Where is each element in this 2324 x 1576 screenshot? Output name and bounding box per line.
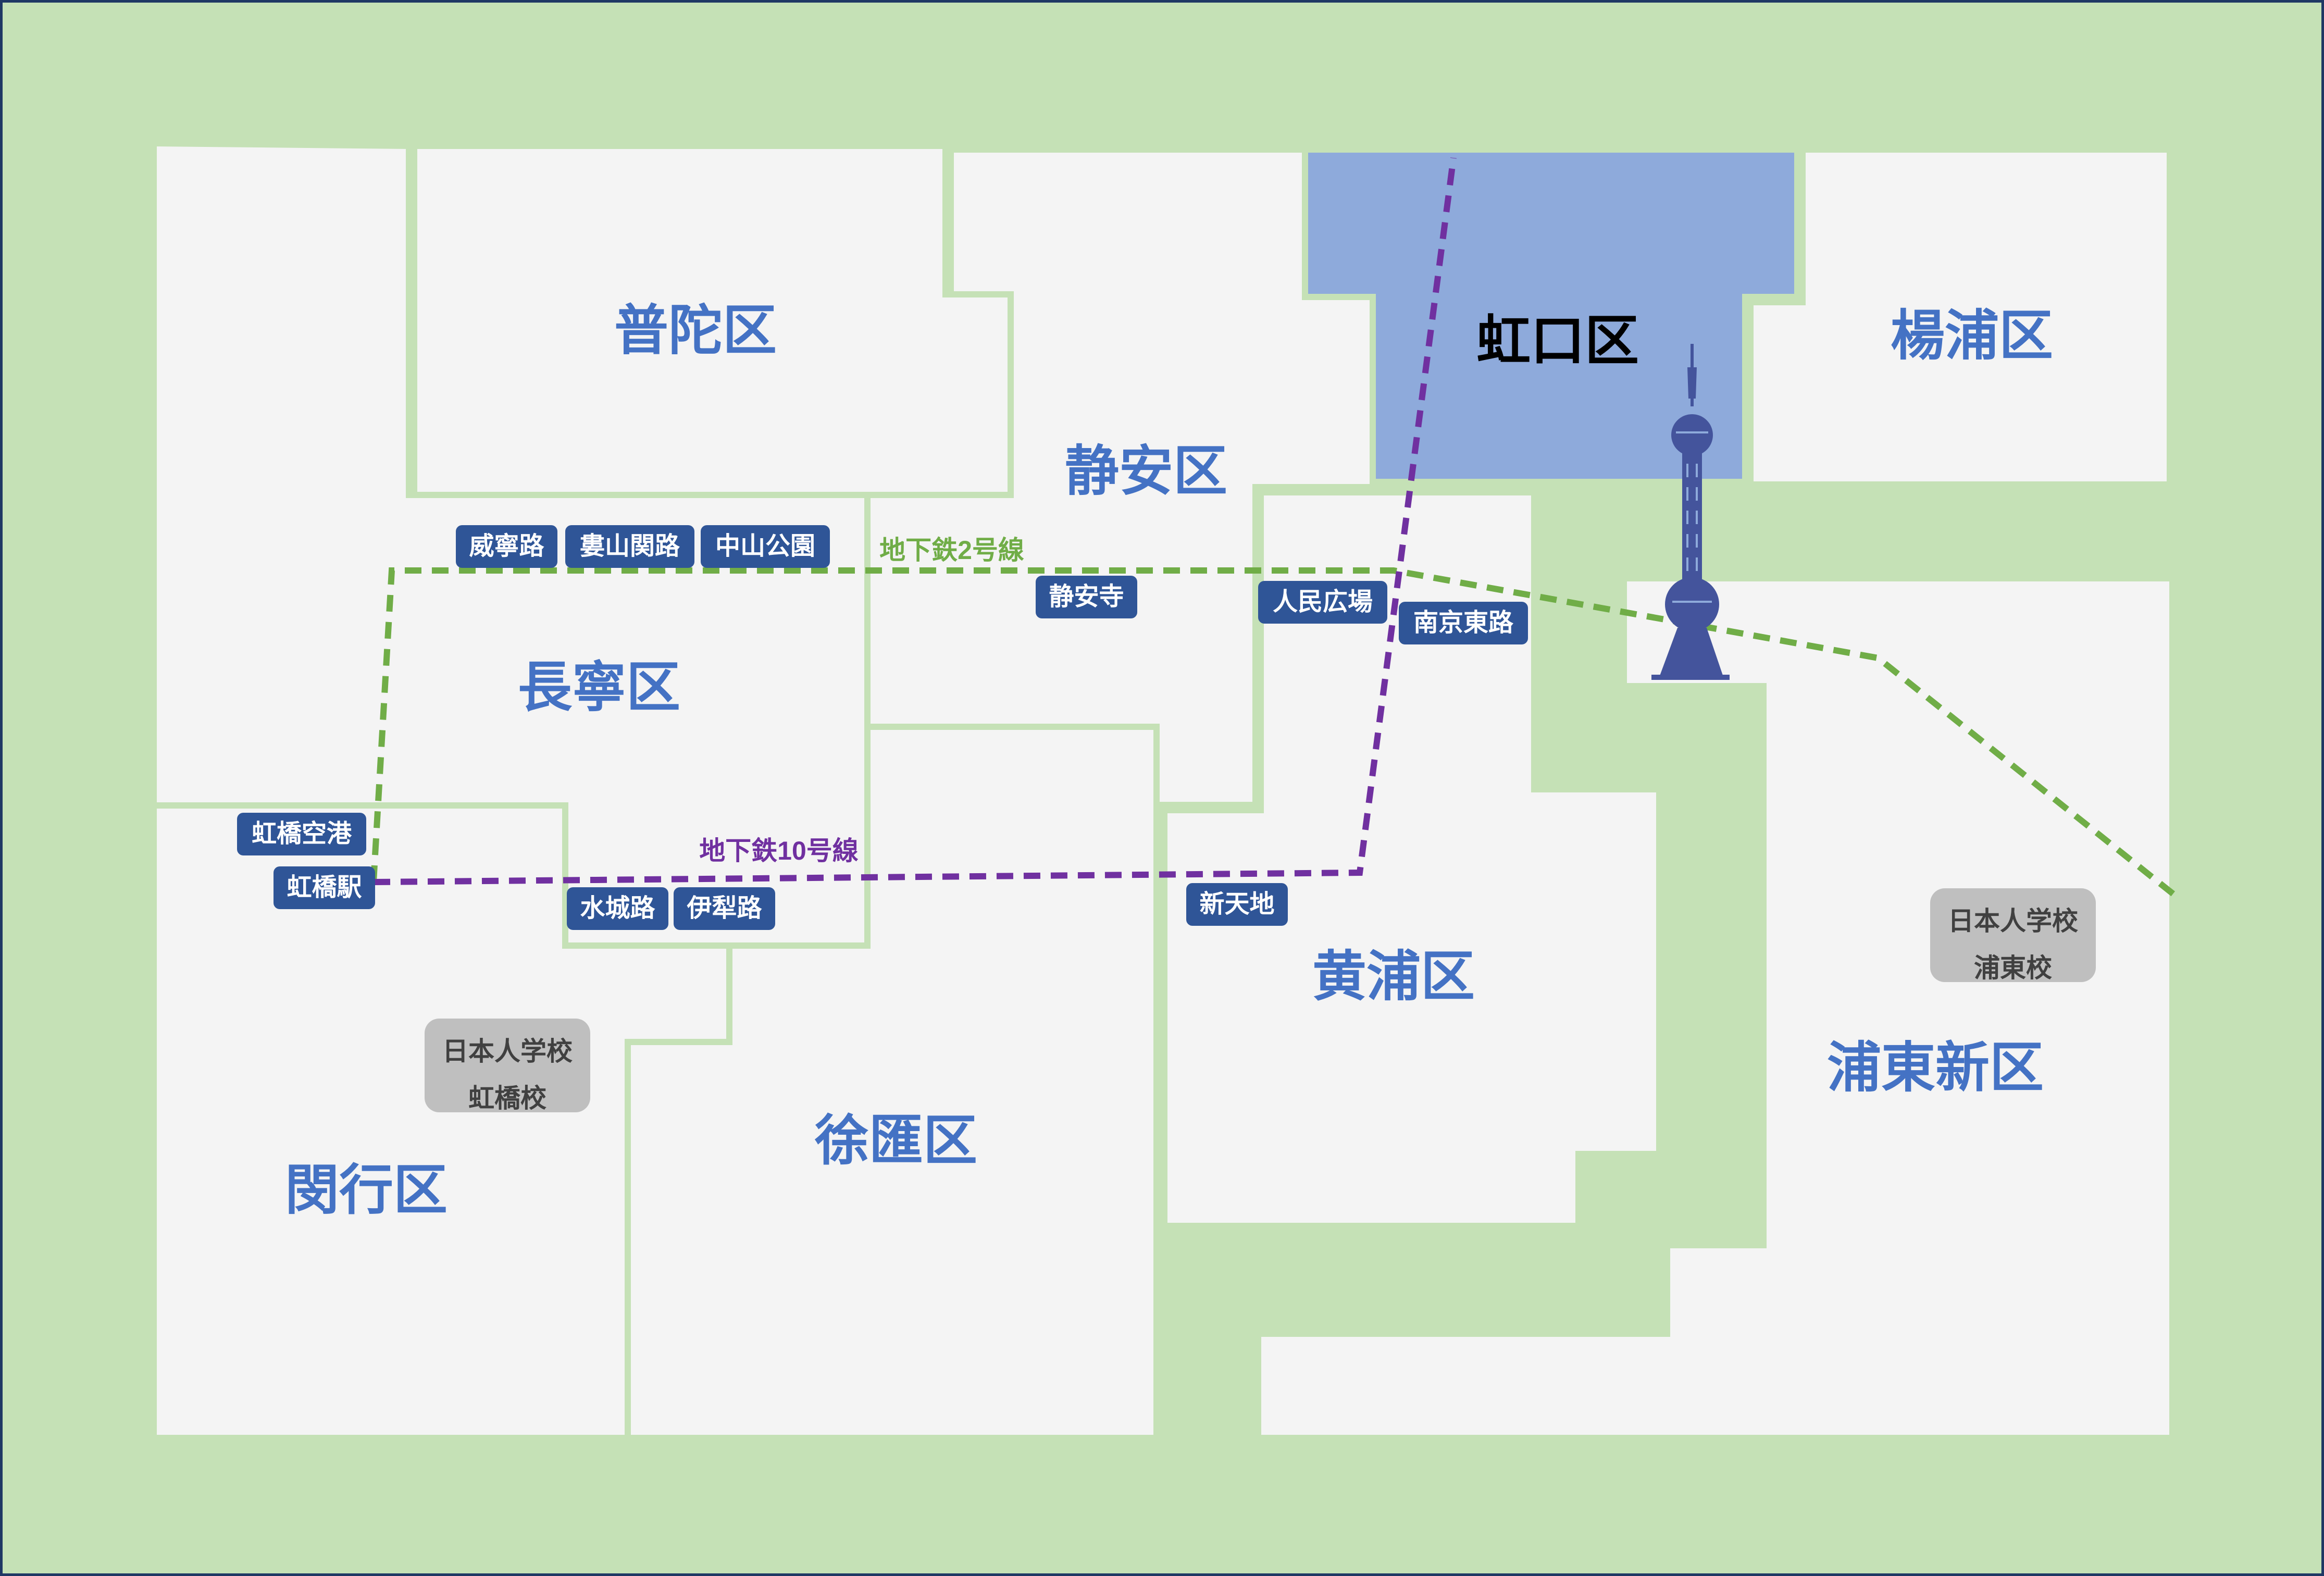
district-shapes — [151, 140, 2176, 1441]
station-yili-road[interactable]: 伊犁路 — [674, 887, 775, 930]
metro-line-2-label: 地下鉄2号線 — [879, 536, 1024, 565]
district-shape-hongkou[interactable] — [1302, 146, 1800, 485]
district-label-hongkou: 虹口区 — [1476, 311, 1639, 371]
district-label-putuo: 普陀区 — [614, 301, 777, 361]
district-shape-yangpu[interactable] — [1747, 146, 2173, 488]
station-peoples-square[interactable]: 人民広場 — [1258, 581, 1387, 624]
station-loushanguan-road[interactable]: 婁山関路 — [565, 525, 694, 568]
map-canvas: 普陀区 静安区 虹口区 楊浦区 長寧区 黄浦区 浦東新区 徐匯区 閔行区 地下鉄… — [151, 140, 2176, 1441]
station-shuicheng-road[interactable]: 水城路 — [567, 887, 668, 930]
station-jingan-temple[interactable]: 静安寺 — [1036, 576, 1137, 618]
district-label-jingan: 静安区 — [1065, 441, 1227, 502]
station-weining-road[interactable]: 威寧路 — [456, 525, 557, 568]
station-zhongshan-park[interactable]: 中山公園 — [701, 525, 830, 568]
school-badge-pudong-line-1: 日本人学校 — [1948, 907, 2078, 936]
station-hongqiao-station[interactable]: 虹橋駅 — [274, 866, 375, 909]
district-label-yangpu: 楊浦区 — [1891, 306, 2053, 366]
tv-tower-icon — [1651, 344, 1730, 680]
district-label-pudong: 浦東新区 — [1827, 1038, 2044, 1098]
district-shape-pudong[interactable] — [1255, 575, 2176, 1441]
school-badge-pudong-line-2: 浦東校 — [1974, 953, 2052, 983]
school-badge-hongqiao-line-1: 日本人学校 — [442, 1037, 573, 1066]
metro-line-2-path — [370, 567, 2176, 897]
district-label-xuhui: 徐匯区 — [814, 1111, 977, 1171]
school-badge-hongqiao-line-2: 虹橋校 — [468, 1084, 546, 1113]
district-label-changning: 長寧区 — [518, 657, 680, 718]
school-badge-hongqiao: 日本人学校 虹橋校 — [425, 1019, 590, 1113]
metro-line-10-path — [373, 157, 1457, 885]
station-east-nanjing-road[interactable]: 南京東路 — [1399, 602, 1528, 644]
metro-line-10-label: 地下鉄10号線 — [699, 836, 859, 865]
district-label-minhang: 閔行区 — [285, 1160, 448, 1221]
school-badge-pudong: 日本人学校 浦東校 — [1930, 888, 2096, 983]
station-xintiandi[interactable]: 新天地 — [1186, 883, 1288, 926]
district-shape-huangpu[interactable] — [1161, 489, 1662, 1229]
district-label-huangpu: 黄浦区 — [1312, 947, 1475, 1007]
station-hongqiao-airport[interactable]: 虹橋空港 — [237, 813, 366, 855]
